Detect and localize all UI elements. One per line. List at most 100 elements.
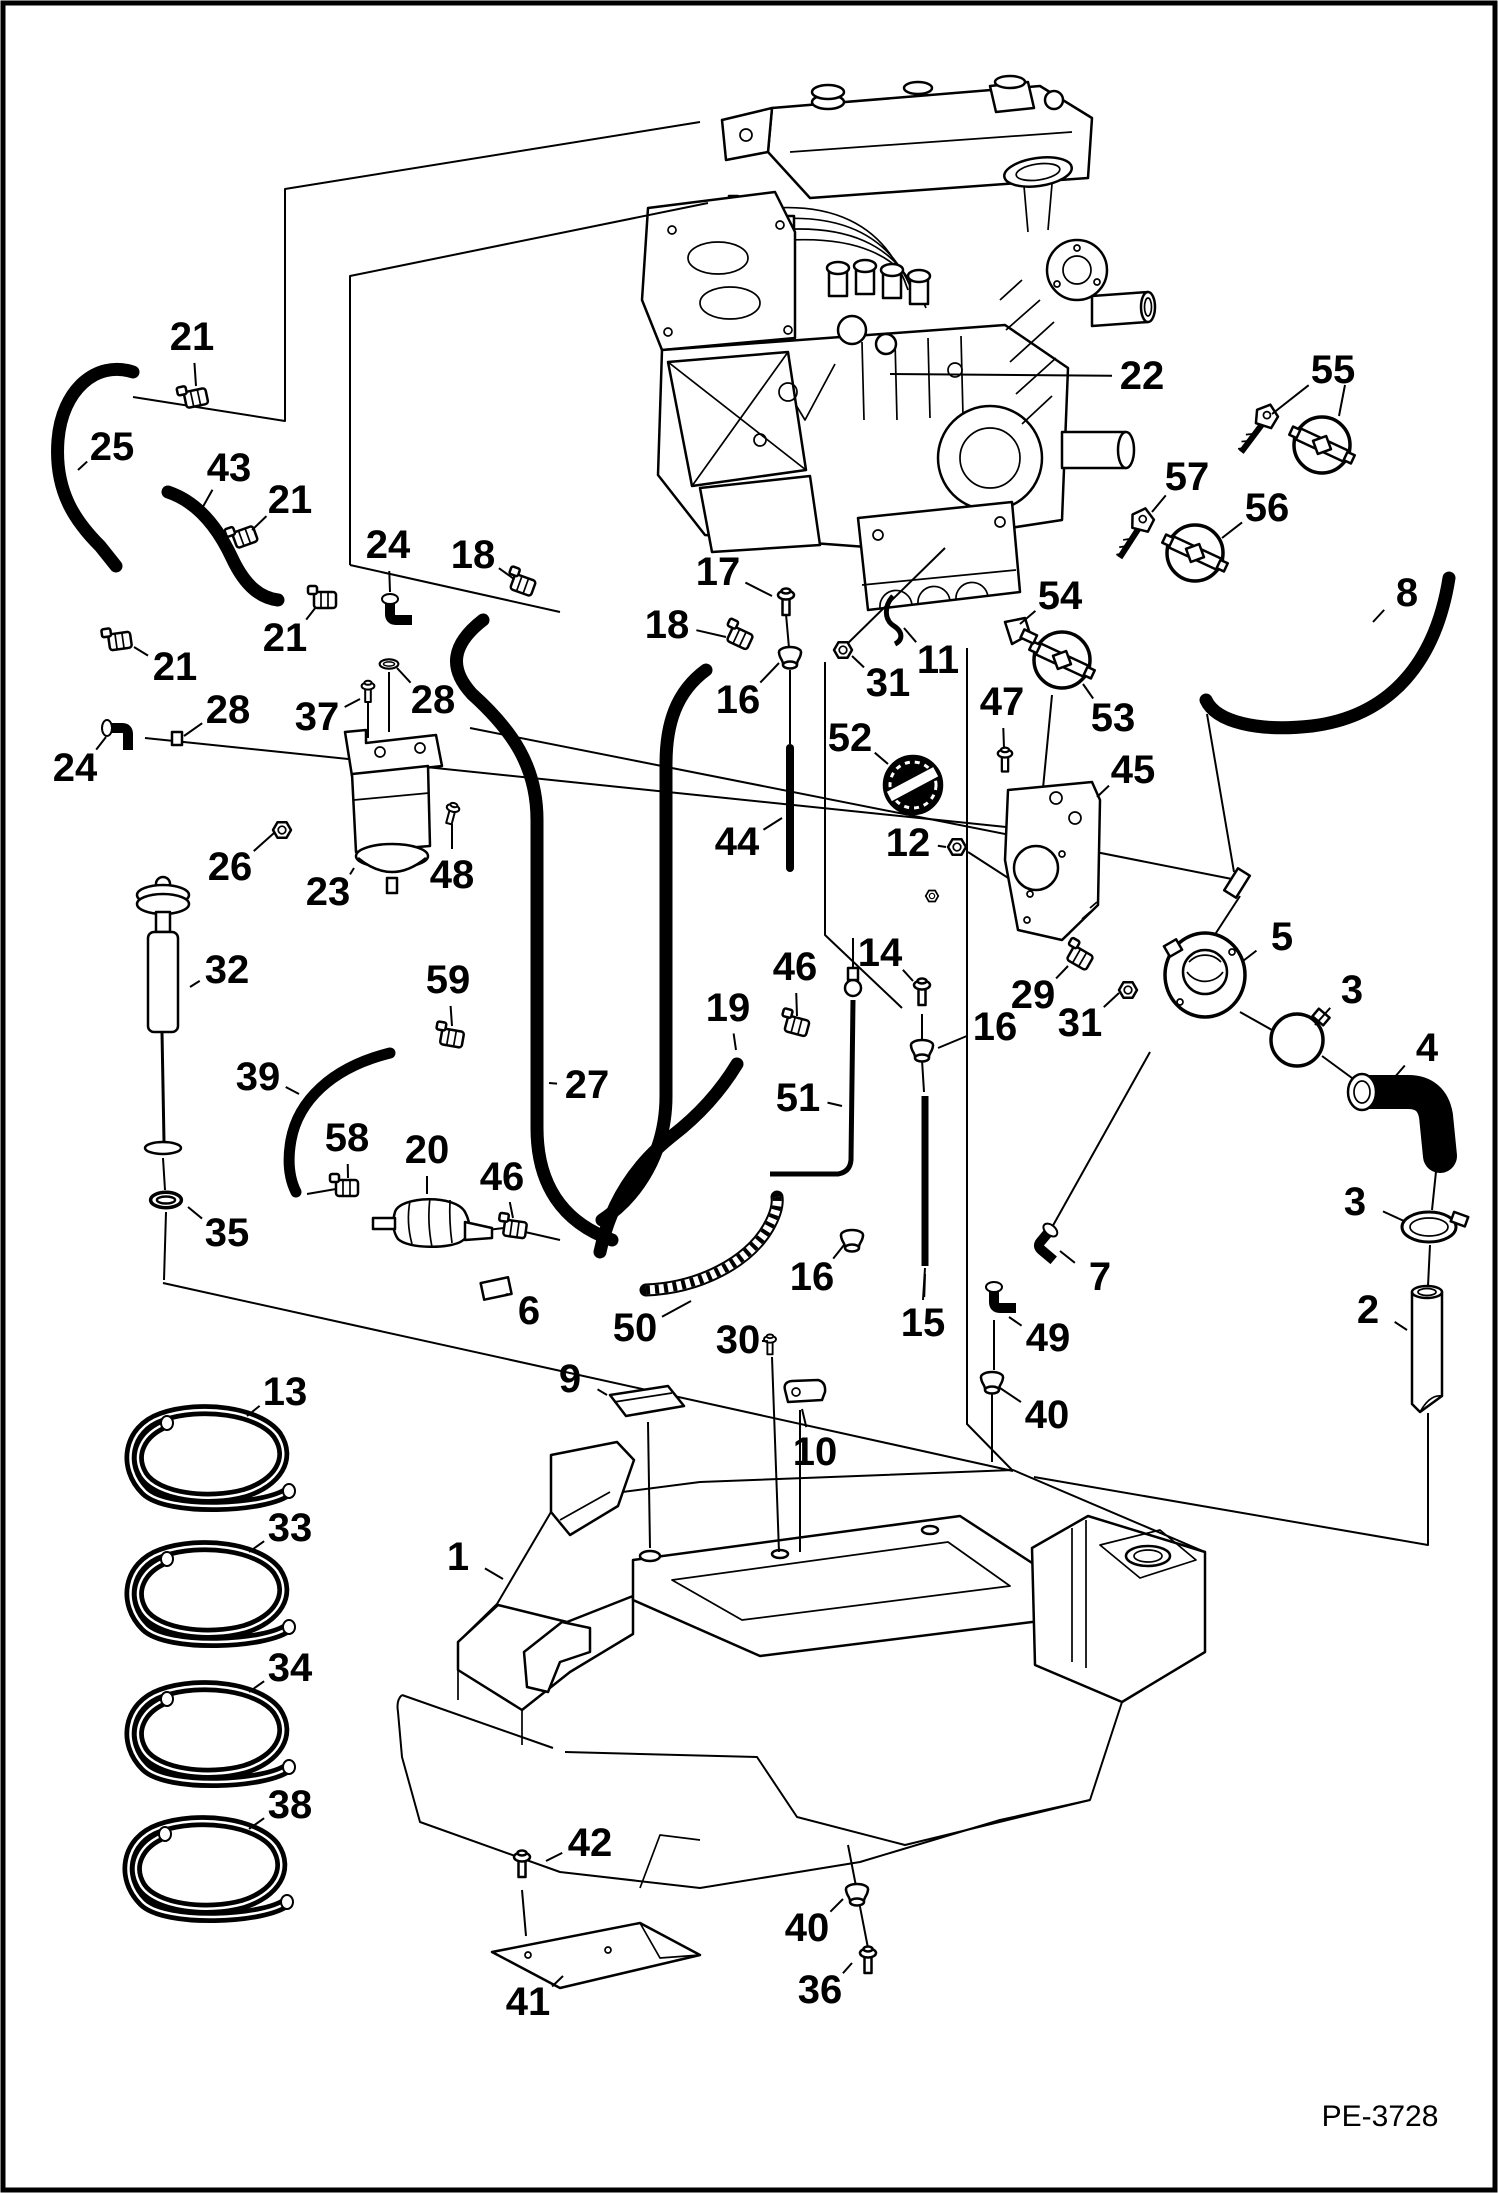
- callout-leader: [937, 1035, 968, 1049]
- small-parts: [101, 380, 1252, 1975]
- nut-31: [832, 640, 854, 660]
- callout-leader: [1055, 965, 1069, 980]
- callout-leader: [829, 1898, 844, 1913]
- callout-leader: [696, 629, 727, 638]
- callout-leader: [1059, 1250, 1076, 1264]
- alignment-lines: [132, 121, 1438, 1949]
- callout-leader: [744, 581, 773, 597]
- callout-leader: [1314, 1007, 1331, 1026]
- callout-label-42: 42: [568, 1821, 613, 1865]
- hose-coil-33: [130, 1546, 295, 1642]
- screw-30: [763, 1333, 777, 1356]
- hook-11: [883, 594, 904, 647]
- callout-label-37: 37: [295, 695, 340, 739]
- callout-leader: [759, 662, 780, 684]
- callout-label-2: 2: [1357, 1288, 1379, 1332]
- callout-leader: [832, 1244, 845, 1260]
- callout-leader: [827, 1101, 843, 1107]
- callout-label-58: 58: [325, 1116, 370, 1160]
- braided-hose-50: [639, 1190, 784, 1297]
- bolt-42: [512, 1849, 532, 1879]
- hose-clamp-18: [503, 564, 540, 598]
- callout-label-8: 8: [1396, 571, 1418, 615]
- callout-label-28: 28: [411, 678, 456, 722]
- callout-label-10: 10: [793, 1430, 838, 1474]
- hose-clamp-21: [306, 584, 338, 610]
- callout-label-46: 46: [480, 1155, 525, 1199]
- callout-label-26: 26: [208, 845, 253, 889]
- grommet-16: [777, 645, 803, 670]
- mount-bracket-45: [1003, 780, 1102, 942]
- callout-label-16: 16: [973, 1005, 1018, 1049]
- callout-label-18: 18: [645, 603, 690, 647]
- nut: [924, 889, 940, 903]
- callout-label-40: 40: [785, 1906, 830, 1950]
- callout-leader: [484, 1567, 504, 1580]
- bolt-36: [858, 1945, 878, 1975]
- callout-label-43: 43: [207, 446, 252, 490]
- fuel-cap-53: [1025, 630, 1099, 690]
- callout-leader: [189, 980, 201, 988]
- elbow-fitting-24: [102, 720, 128, 750]
- callout-leader: [388, 570, 391, 593]
- grommet-16: [839, 1228, 865, 1253]
- callout-leader: [248, 1680, 265, 1693]
- fuel-sender-32: [135, 875, 191, 1156]
- callout-leader: [551, 1975, 564, 1988]
- callout-label-51: 51: [776, 1076, 821, 1120]
- hose-25: [51, 362, 140, 573]
- callout-leader: [1151, 494, 1167, 513]
- grommet-16: [909, 1038, 935, 1063]
- callout-label-23: 23: [306, 870, 351, 914]
- hose-8: [1199, 571, 1456, 735]
- callout-leader: [1382, 1210, 1405, 1222]
- fitting-17: [776, 587, 796, 617]
- callout-leader: [795, 992, 798, 1017]
- callout-label-17: 17: [696, 550, 741, 594]
- callout-label-22: 22: [1120, 354, 1165, 398]
- callout-label-31: 31: [1058, 1001, 1103, 1045]
- callout-leader: [133, 646, 149, 657]
- callout-label-41: 41: [506, 1980, 551, 2024]
- o-ring-28: [378, 658, 400, 670]
- callout-leader: [246, 1405, 261, 1417]
- callout-leader: [253, 832, 275, 852]
- callout-leader: [508, 1201, 514, 1219]
- callout-label-53: 53: [1091, 696, 1136, 740]
- callout-label-5: 5: [1271, 915, 1293, 959]
- pad-9: [608, 1384, 686, 1418]
- callout-leader: [193, 362, 197, 387]
- pipe-51: [770, 966, 863, 1177]
- clip-10: [783, 1378, 827, 1404]
- bolt-37: [360, 679, 376, 704]
- hose-clamp-59: [432, 1020, 467, 1050]
- hose-clamp-58: [328, 1172, 360, 1198]
- callout-leader: [548, 1082, 558, 1085]
- callout-leader: [396, 667, 412, 684]
- callout-leader: [851, 655, 865, 669]
- engine: [640, 74, 1157, 612]
- callout-label-21: 21: [268, 478, 313, 522]
- fuel-tank: [396, 1440, 1207, 1889]
- callout-leader: [999, 1387, 1022, 1403]
- cushion-6: [479, 1276, 513, 1301]
- fuel-cap-56: [1158, 523, 1232, 583]
- callout-label-13: 13: [263, 1370, 308, 1414]
- callout-label-21: 21: [263, 616, 308, 660]
- callout-label-54: 54: [1038, 574, 1083, 618]
- nut-12: [946, 837, 968, 857]
- callout-label-16: 16: [716, 678, 761, 722]
- callout-leader: [545, 1851, 563, 1862]
- callout-leader: [597, 1388, 608, 1396]
- clamp-3-upper: [1269, 1007, 1331, 1068]
- callout-leader: [902, 969, 914, 982]
- callout-label-50: 50: [613, 1306, 658, 1350]
- filler-tube-2: [1410, 1284, 1444, 1414]
- key-55: [1237, 399, 1280, 459]
- hose-coil-34: [130, 1686, 295, 1782]
- callout-leader: [199, 489, 214, 513]
- bolt-47: [996, 746, 1014, 773]
